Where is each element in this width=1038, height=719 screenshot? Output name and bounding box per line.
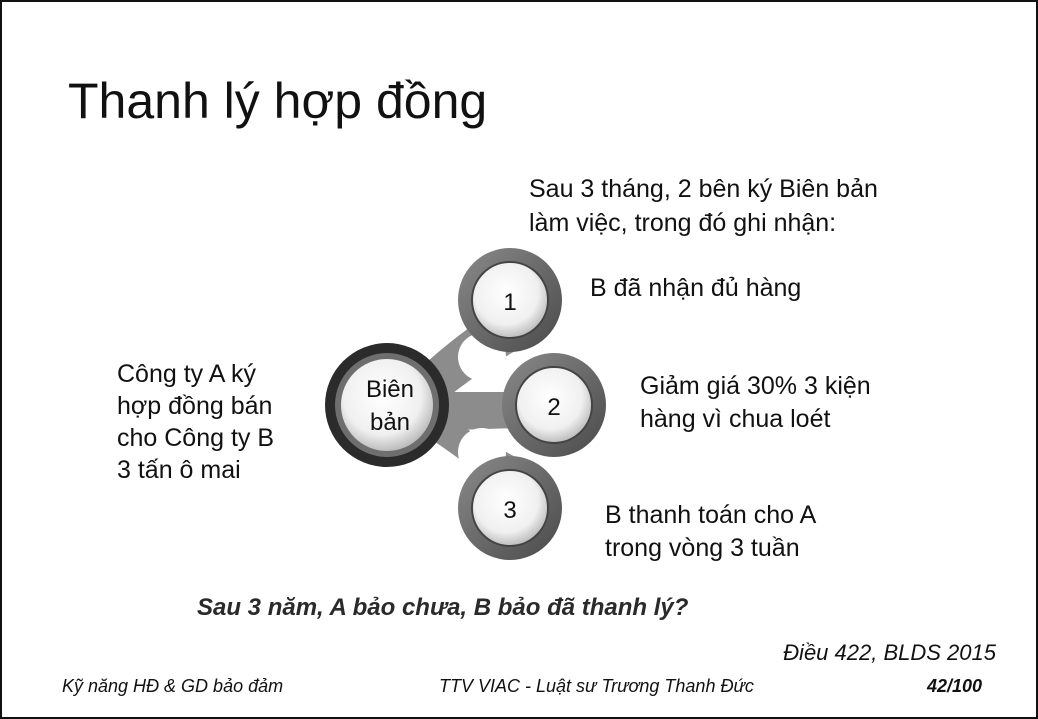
- center-node: [341, 359, 433, 451]
- question-text: Sau 3 năm, A bảo chưa, B bảo đã thanh lý…: [197, 594, 689, 621]
- node-2-number: 2: [547, 394, 560, 421]
- contract-note-line: 3 tấn ô mai: [117, 456, 241, 484]
- item-line: hàng vì chua loét: [640, 405, 831, 433]
- center-node-label: Biên: [366, 376, 414, 403]
- intro-text: Sau 3 tháng, 2 bên ký Biên bản làm việc,…: [529, 172, 878, 240]
- item-line: B đã nhận đủ hàng: [590, 274, 802, 302]
- node-1-number: 1: [503, 289, 516, 316]
- node-3-number: 3: [503, 497, 516, 524]
- item-2-text: Giảm giá 30% 3 kiện hàng vì chua loét: [640, 370, 871, 436]
- contract-note-line: hợp đồng bán: [117, 392, 273, 420]
- footer-course: Kỹ năng HĐ & GD bảo đảm: [62, 676, 284, 696]
- node-2: [515, 366, 593, 444]
- item-line: B thanh toán cho A: [605, 501, 817, 529]
- intro-line: làm việc, trong đó ghi nhận:: [529, 209, 837, 237]
- contract-note-line: cho Công ty B: [117, 424, 275, 452]
- node-3: [471, 469, 549, 547]
- footer-author: TTV VIAC - Luật sư Trương Thanh Đức: [439, 676, 754, 696]
- record-diagram: Biên bản 1 2 3: [325, 248, 606, 560]
- item-line: Giảm giá 30% 3 kiện: [640, 372, 871, 400]
- contract-note: Công ty A ký hợp đồng bán cho Công ty B …: [117, 358, 274, 486]
- center-node-label: bản: [370, 409, 410, 436]
- item-line: trong vòng 3 tuần: [605, 534, 800, 562]
- intro-line: Sau 3 tháng, 2 bên ký Biên bản: [529, 175, 878, 203]
- legal-reference: Điều 422, BLDS 2015: [783, 640, 996, 665]
- slide-title: Thanh lý hợp đồng: [68, 73, 488, 129]
- contract-note-line: Công ty A ký: [117, 360, 256, 388]
- item-3-text: B thanh toán cho A trong vòng 3 tuần: [605, 499, 816, 565]
- item-1-text: B đã nhận đủ hàng: [590, 272, 801, 305]
- page-number: 42/100: [927, 676, 983, 696]
- node-1: [471, 261, 549, 339]
